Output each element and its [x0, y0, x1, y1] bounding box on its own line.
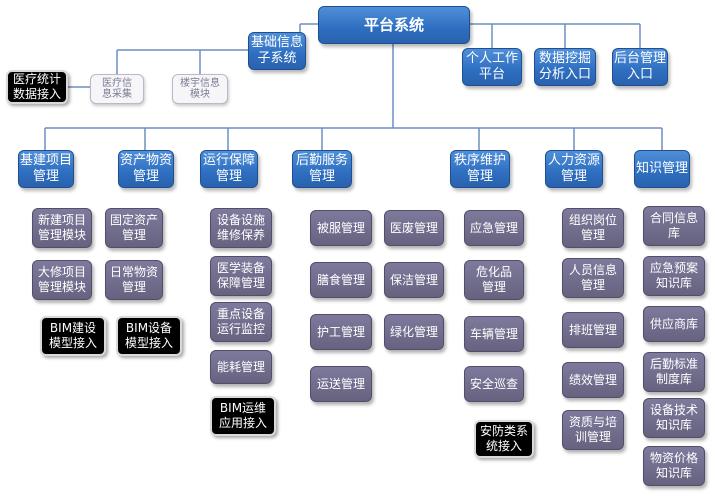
- infra-item-new-project: 新建项目 管理模块: [32, 208, 92, 248]
- logistics-item-transport: 运送管理: [310, 366, 372, 402]
- asset-bim-equipment-node: BIM设备 模型接入: [116, 316, 182, 356]
- asset-item-fixed-assets: 固定资产 管理: [105, 208, 163, 248]
- order-security-system-node: 安防类系 统接入: [474, 420, 534, 458]
- knowledge-item-equipment-tech: 设备技术 知识库: [643, 398, 705, 438]
- logistics-item-cleaning: 保洁管理: [384, 262, 444, 298]
- category-logistics-node: 后勤服务 管理: [292, 150, 352, 188]
- category-hr-node: 人力资源 管理: [545, 150, 603, 188]
- category-assets-node: 资产物资 管理: [118, 150, 174, 188]
- platform-system-node: 平台系统: [318, 6, 470, 44]
- hr-item-personnel-info: 人员信息 管理: [562, 258, 624, 298]
- knowledge-item-logistics-standards: 后勤标准 制度库: [643, 352, 705, 392]
- backend-admin-entry-node: 后台管理 入口: [612, 48, 668, 86]
- category-order-node: 秩序维护 管理: [450, 150, 510, 188]
- order-item-safety-patrol: 安全巡查: [464, 366, 524, 402]
- knowledge-item-suppliers: 供应商库: [643, 306, 705, 342]
- infra-item-overhaul-project: 大修项目 管理模块: [32, 260, 92, 300]
- logistics-item-caregiver: 护工管理: [310, 314, 372, 350]
- knowledge-item-emergency-plans: 应急预案 知识库: [643, 256, 705, 296]
- ops-item-energy: 能耗管理: [210, 350, 272, 384]
- order-item-vehicles: 车辆管理: [464, 316, 524, 352]
- category-knowledge-node: 知识管理: [634, 150, 690, 188]
- hr-item-scheduling: 排班管理: [562, 312, 624, 348]
- order-item-hazardous-chemicals: 危化品 管理: [464, 260, 524, 300]
- infra-bim-construction-node: BIM建设 模型接入: [40, 316, 106, 356]
- ops-item-key-equipment-monitor: 重点设备 运行监控: [210, 302, 272, 342]
- hr-item-org-positions: 组织岗位 管理: [562, 208, 624, 248]
- logistics-item-bedding: 被服管理: [310, 210, 372, 246]
- ops-item-facility-maintenance: 设备设施 维修保养: [210, 208, 272, 248]
- logistics-item-greening: 绿化管理: [384, 314, 444, 350]
- hr-item-qualification-training: 资质与培 训管理: [562, 410, 624, 450]
- logistics-item-catering: 膳食管理: [310, 262, 372, 298]
- hr-item-performance: 绩效管理: [562, 362, 624, 398]
- ops-bim-operation-node: BIM运维 应用接入: [210, 396, 276, 436]
- category-operations-node: 运行保障 管理: [200, 150, 258, 188]
- medical-stats-data-node: 医疗统计 数据接入: [6, 70, 68, 104]
- base-info-subsystem-node: 基础信息 子系统: [248, 32, 306, 70]
- asset-item-daily-supplies: 日常物资 管理: [105, 260, 163, 300]
- knowledge-item-contracts: 合同信息 库: [643, 206, 705, 246]
- logistics-item-medical-waste: 医废管理: [384, 210, 444, 246]
- medical-info-collect-node: 医疗信 息采集: [90, 74, 144, 104]
- order-item-emergency: 应急管理: [464, 210, 524, 246]
- ops-item-medical-equipment: 医学装备 保障管理: [210, 256, 272, 296]
- knowledge-item-material-prices: 物资价格 知识库: [643, 446, 705, 486]
- data-mining-entry-node: 数据挖掘 分析入口: [534, 48, 596, 86]
- building-info-module-node: 楼宇信息 模块: [172, 74, 228, 104]
- category-infra-node: 基建项目 管理: [18, 150, 74, 188]
- personal-workbench-node: 个人工作 平台: [462, 48, 522, 86]
